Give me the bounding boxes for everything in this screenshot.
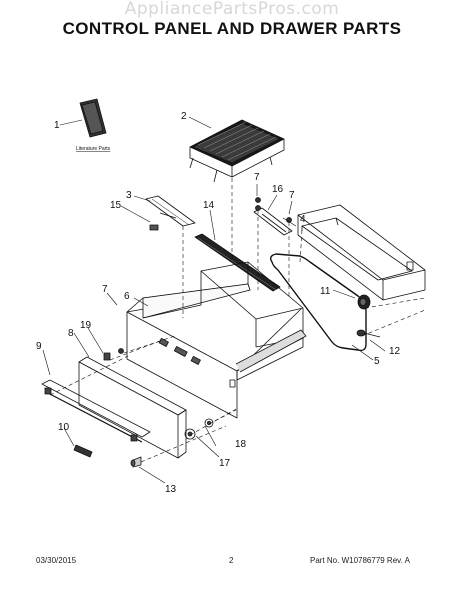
drawer-body xyxy=(126,261,307,419)
watermark: AppliancePartsPros.com xyxy=(124,0,340,19)
hinge-clip xyxy=(253,197,293,236)
footer-page: 2 xyxy=(229,556,234,565)
callout-18: 18 xyxy=(235,439,247,450)
page-title: CONTROL PANEL AND DRAWER PARTS xyxy=(62,19,402,38)
callout-12: 12 xyxy=(389,346,401,357)
rack-grille xyxy=(189,119,285,183)
footer-date: 03/30/2015 xyxy=(36,556,77,565)
literature-booklet xyxy=(79,98,107,138)
knob xyxy=(357,294,371,310)
callout-3: 3 xyxy=(126,190,132,201)
gasket-strip xyxy=(194,233,281,292)
callout-13: 13 xyxy=(165,484,177,495)
callout-14: 14 xyxy=(203,200,215,211)
leader-lines xyxy=(42,116,386,484)
callout-10: 10 xyxy=(58,422,70,433)
callout-7c: 7 xyxy=(102,284,108,295)
indicator-light xyxy=(356,329,381,338)
callout-8: 8 xyxy=(68,328,74,339)
assembly-lines xyxy=(49,178,426,463)
drawer-gasket xyxy=(269,253,367,352)
callout-7a: 7 xyxy=(254,172,260,183)
footer-part-number: Part No. W10786779 Rev. A xyxy=(310,556,410,565)
callout-11: 11 xyxy=(320,286,331,297)
drawer-handle xyxy=(41,379,151,443)
callout-9: 9 xyxy=(36,341,42,352)
callout-5: 5 xyxy=(374,356,380,367)
callout-1: 1 xyxy=(54,120,60,131)
control-bracket xyxy=(145,195,196,231)
callout-17: 17 xyxy=(219,458,231,469)
callout-15: 15 xyxy=(110,200,122,211)
literature-label: Literature Parts xyxy=(76,146,111,152)
bushings xyxy=(184,418,214,440)
clip xyxy=(73,444,93,458)
callout-2: 2 xyxy=(181,111,187,122)
callout-4: 4 xyxy=(300,214,306,225)
screw xyxy=(130,456,142,468)
control-panel-frame xyxy=(297,204,426,301)
callout-7b: 7 xyxy=(289,190,295,201)
callout-16: 16 xyxy=(272,184,284,195)
callout-19: 19 xyxy=(80,320,92,331)
callout-6: 6 xyxy=(124,291,130,302)
